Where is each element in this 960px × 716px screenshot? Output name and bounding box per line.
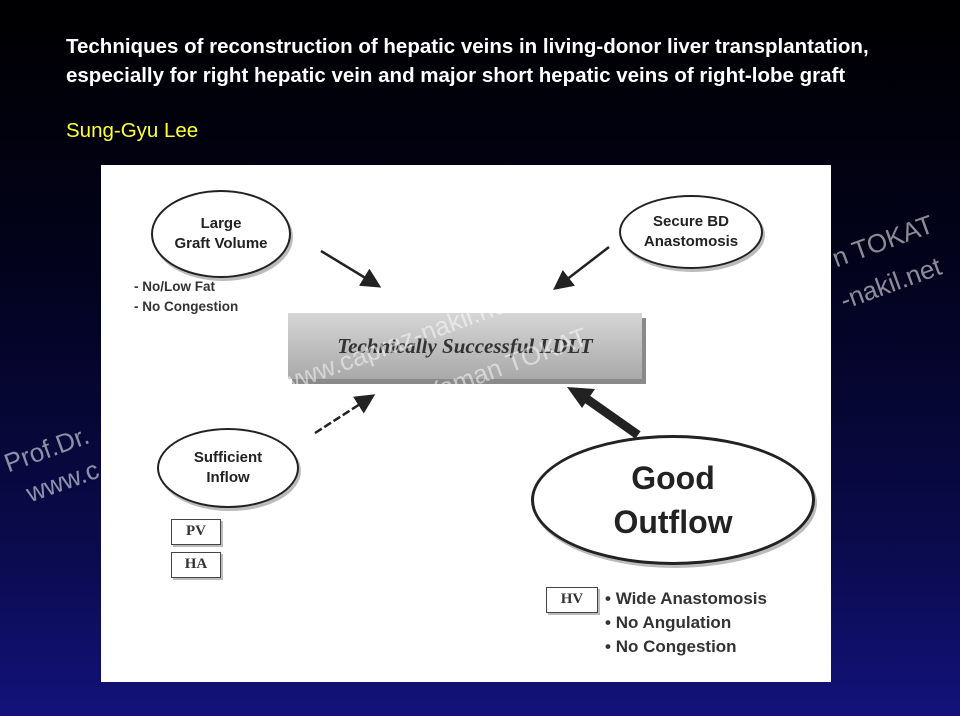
hv-tag: HV [546,587,598,613]
diagram-panel: Large Graft Volume No/Low Fat No Congest… [101,165,831,682]
pv-tag: PV [171,519,221,545]
inflow-line2: Inflow [206,469,250,486]
graft-volume-line2: Graft Volume [174,235,268,252]
outflow-line1: Good [631,460,715,496]
graft-bullet: No Congestion [134,297,238,317]
outflow-node: Good Outflow [531,435,815,565]
outflow-line2: Outflow [613,504,733,540]
slide-title: Techniques of reconstruction of hepatic … [66,35,869,87]
watermark-text: n TOKAT [828,208,938,274]
arrow-outflow-to-center [567,387,641,439]
bd-line1: Secure BD [653,213,729,230]
outflow-bullet: No Congestion [605,635,767,659]
ha-tag: HA [171,552,221,578]
graft-volume-bullets: No/Low Fat No Congestion [134,277,238,317]
outflow-bullets: Wide Anastomosis No Angulation No Conges… [605,587,767,659]
watermark-text: Prof.Dr. [0,419,94,479]
arrow-graft-to-center [320,249,382,288]
graft-volume-node: Large Graft Volume [151,190,291,278]
graft-volume-line1: Large [200,215,242,232]
arrow-bd-to-center [553,246,610,291]
outflow-bullet: Wide Anastomosis [605,587,767,611]
center-banner: Technically Successful LDLT [288,313,642,379]
graft-bullet: No/Low Fat [134,277,238,297]
bd-line2: Anastomosis [643,233,739,250]
slide-author: Sung-Gyu Lee [66,119,199,142]
arrow-inflow-to-center [314,394,376,435]
watermark-text: www.c [22,454,103,509]
bd-anastomosis-node: Secure BD Anastomosis [619,195,763,269]
inflow-line1: Sufficient [193,449,263,466]
outflow-bullet: No Angulation [605,611,767,635]
inflow-node: Sufficient Inflow [157,428,299,508]
watermark-text: -nakil.net [836,250,946,316]
